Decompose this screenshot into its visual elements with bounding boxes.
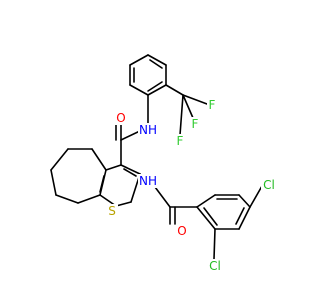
bond-25	[99, 175, 105, 193]
label-nh-top: NH	[139, 123, 157, 137]
bond-31	[77, 194, 101, 204]
atom-nh-top: NH	[138, 123, 158, 137]
bond-12	[182, 94, 194, 119]
bond-39	[238, 194, 251, 208]
bond-8	[149, 59, 163, 69]
bond-13	[179, 94, 184, 136]
bond-7	[147, 81, 163, 92]
bond-44	[235, 207, 245, 225]
atom-f3: F	[175, 134, 186, 148]
bond-10	[165, 84, 184, 96]
bond-0	[129, 54, 149, 66]
bond-42	[196, 206, 216, 230]
bond-29	[50, 169, 57, 196]
atom-cl-ortho: Cl	[207, 259, 223, 273]
label-nh-mid: NH	[139, 174, 157, 188]
label-s: S	[108, 204, 116, 218]
atom-nh-mid: NH	[138, 174, 158, 188]
bond-20	[115, 201, 132, 207]
label-o-top: O	[116, 111, 125, 125]
bond-23	[105, 164, 122, 171]
bond-24	[123, 168, 137, 177]
atom-f1: F	[207, 98, 218, 112]
bond-37	[196, 194, 216, 208]
label-f2: F	[192, 117, 199, 131]
bond-2	[129, 84, 149, 96]
label-f1: F	[209, 98, 216, 112]
label-f3: F	[177, 134, 184, 148]
label-cl-para: Cl	[263, 178, 275, 192]
bond-11	[182, 94, 208, 105]
label-cl-ortho: Cl	[209, 259, 221, 273]
atom-s: S	[106, 204, 118, 218]
bond-45	[203, 207, 218, 226]
bond-18	[120, 164, 141, 175]
bond-28	[50, 148, 69, 171]
molecule-structure-diagram: O NH F F F NH S	[50, 54, 277, 273]
bond-lines	[50, 54, 263, 260]
bond-33	[154, 186, 171, 208]
atom-o-top: O	[115, 111, 127, 125]
bond-3	[147, 84, 167, 96]
atom-f2: F	[190, 117, 201, 131]
bond-30	[55, 194, 79, 204]
bond-26	[91, 148, 107, 171]
label-o-bottom: O	[177, 224, 186, 238]
bond-47	[213, 228, 216, 260]
bond-5	[147, 54, 167, 66]
atom-labels: O NH F F F NH S	[106, 98, 277, 273]
bond-40	[238, 206, 251, 230]
bond-46	[249, 185, 263, 208]
atom-o-bottom: O	[176, 224, 188, 238]
atom-cl-para: Cl	[261, 178, 277, 192]
